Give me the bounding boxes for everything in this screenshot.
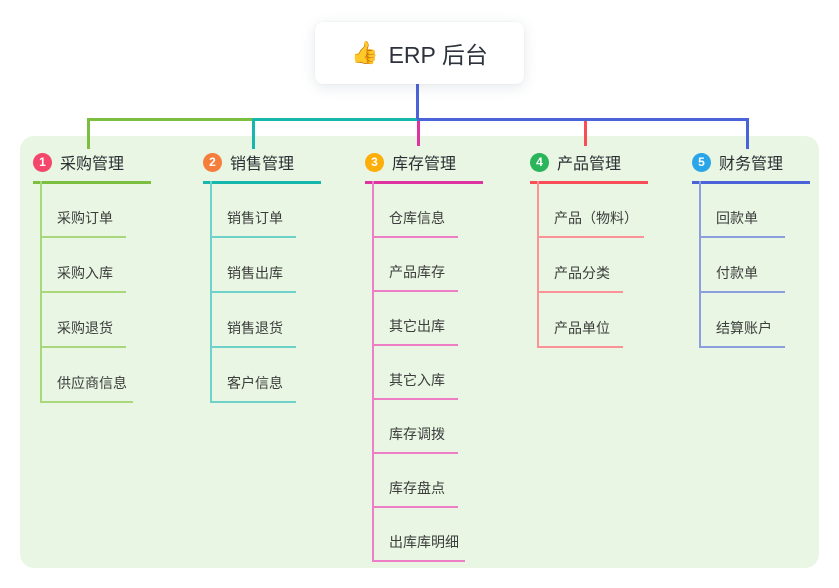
branch-1-child-4[interactable]: 供应商信息 (40, 373, 133, 403)
connector-branch-5-horizontal (417, 118, 749, 121)
branch-5-child-2[interactable]: 付款单 (699, 263, 785, 293)
connector-branch-3-drop (417, 121, 420, 146)
connector-branch-2-drop (252, 118, 255, 149)
branch-4-child-2[interactable]: 产品分类 (537, 263, 623, 293)
branch-3-child-1[interactable]: 仓库信息 (372, 208, 458, 238)
branch-3-child-5[interactable]: 库存调拨 (372, 424, 458, 454)
branch-1-child-3[interactable]: 采购退货 (40, 318, 126, 348)
thumbs-up-icon: 👍 (351, 40, 379, 65)
branch-5-children-spine (699, 181, 701, 348)
branch-4-number-badge: 4 (530, 152, 549, 172)
branch-4-children-spine (537, 181, 539, 348)
connector-branch-5-drop (746, 118, 749, 149)
branch-node-5[interactable]: 5 财务管理 (692, 150, 810, 184)
root-stem-connector (416, 84, 419, 119)
branch-3-child-4[interactable]: 其它入库 (372, 370, 458, 400)
branch-3-child-3[interactable]: 其它出库 (372, 316, 458, 346)
branch-5-number-badge: 5 (692, 152, 711, 172)
branch-2-child-1[interactable]: 销售订单 (210, 208, 296, 238)
branch-1-number-badge: 1 (33, 152, 52, 172)
branch-1-child-2[interactable]: 采购入库 (40, 263, 126, 293)
branch-5-child-3[interactable]: 结算账户 (699, 318, 785, 348)
branch-4-child-1[interactable]: 产品（物料） (537, 208, 644, 238)
root-node-label: ERP 后台 (388, 42, 488, 68)
branch-5-child-1[interactable]: 回款单 (699, 208, 785, 238)
branch-node-label: 产品管理 (557, 156, 622, 173)
connector-branch-2-horizontal (252, 118, 420, 121)
branch-3-children-spine (372, 181, 374, 562)
branch-2-child-3[interactable]: 销售退货 (210, 318, 296, 348)
branch-2-child-2[interactable]: 销售出库 (210, 263, 296, 293)
branch-node-label: 采购管理 (60, 156, 125, 173)
branch-2-child-4[interactable]: 客户信息 (210, 373, 296, 403)
branch-4-child-3[interactable]: 产品单位 (537, 318, 623, 348)
branch-node-label: 财务管理 (719, 156, 784, 173)
branch-3-child-2[interactable]: 产品库存 (372, 262, 458, 292)
branch-node-2[interactable]: 2 销售管理 (203, 150, 321, 184)
branch-node-4[interactable]: 4 产品管理 (530, 150, 648, 184)
branch-3-child-7[interactable]: 出库库明细 (372, 532, 465, 562)
branch-3-number-badge: 3 (365, 152, 384, 172)
canvas-panel (20, 136, 819, 568)
root-node[interactable]: 👍 ERP 后台 (315, 22, 524, 84)
branch-node-label: 销售管理 (230, 156, 295, 173)
connector-branch-1-drop (87, 118, 90, 149)
branch-1-child-1[interactable]: 采购订单 (40, 208, 126, 238)
connector-branch-4-drop (584, 121, 587, 146)
branch-3-child-6[interactable]: 库存盘点 (372, 478, 458, 508)
branch-node-1[interactable]: 1 采购管理 (33, 150, 151, 184)
branch-node-3[interactable]: 3 库存管理 (365, 150, 483, 184)
branch-2-number-badge: 2 (203, 152, 222, 172)
branch-node-label: 库存管理 (392, 156, 457, 173)
